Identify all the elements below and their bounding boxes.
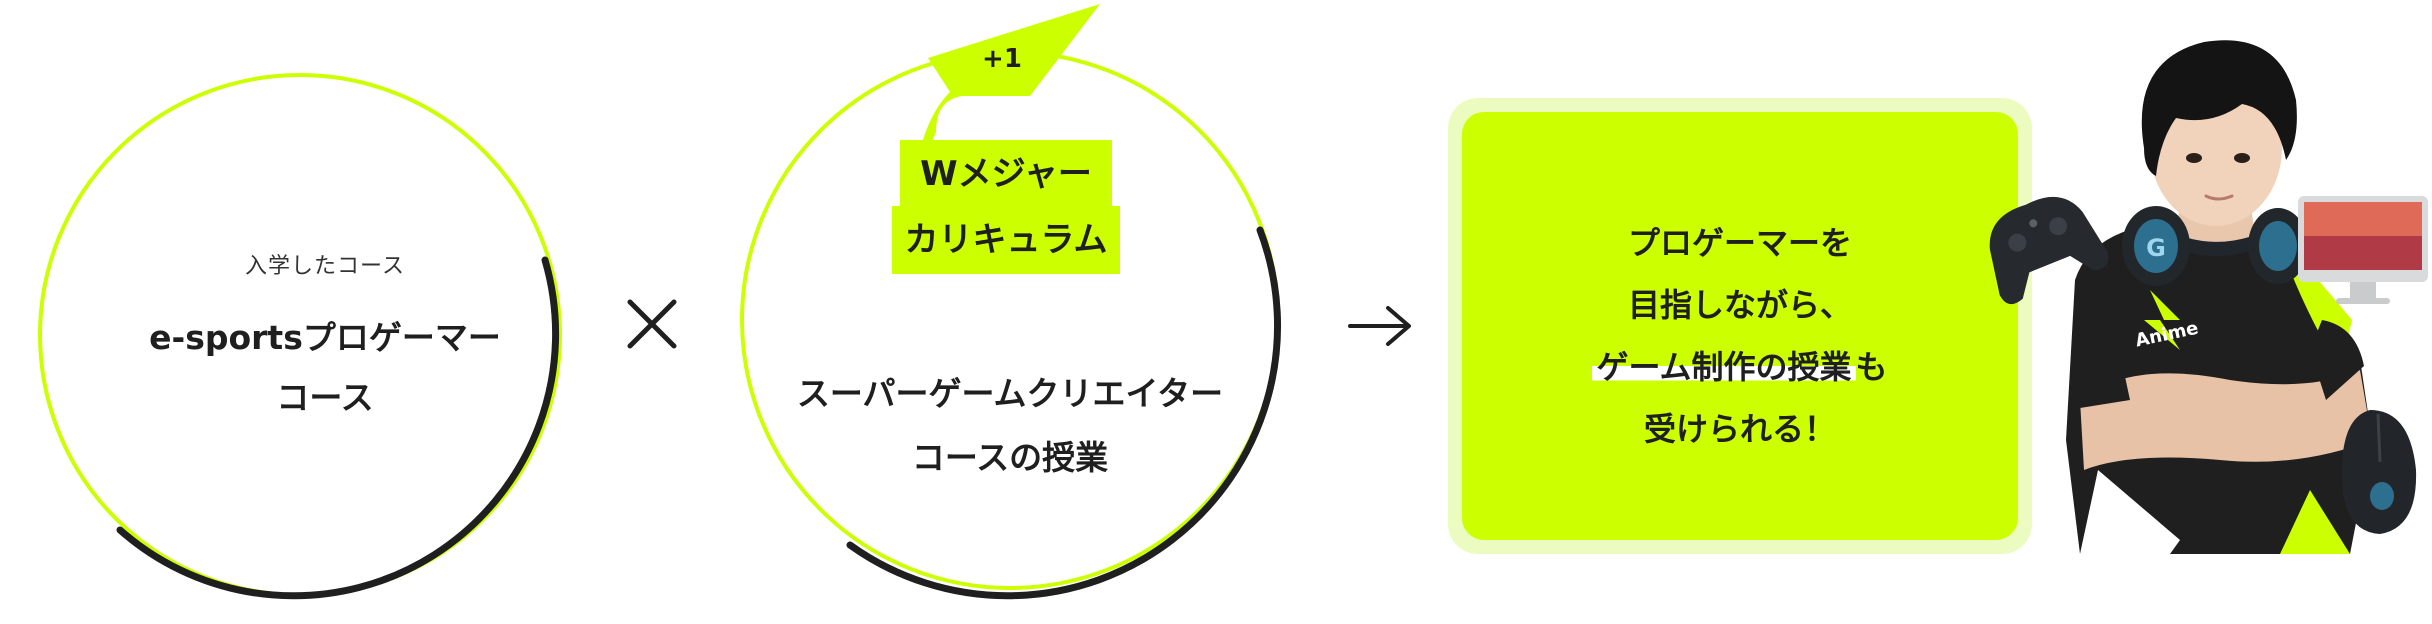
w-major-tag: Wメジャー	[900, 140, 1112, 208]
result-panel	[1462, 112, 2018, 540]
additional-course-line2: コースの授業	[911, 438, 1109, 477]
game-controller-icon	[1989, 196, 2109, 304]
desktop-monitor-icon	[2298, 196, 2428, 304]
svg-text:G: G	[2146, 234, 2166, 262]
result-line4: 受けられる！	[1643, 410, 1836, 448]
hair-shape	[2141, 40, 2297, 177]
additional-course-line1: スーパーゲームクリエイター	[796, 374, 1224, 413]
additional-course-name: スーパーゲームクリエイター コースの授業	[740, 362, 1280, 490]
center-course-circle	[740, 4, 1282, 600]
result-line3: ゲーム制作の授業も	[1462, 336, 2018, 398]
plus-one-badge: +1	[982, 44, 1022, 74]
result-message: プロゲーマーを 目指しながら、 ゲーム制作の授業も 受けられる！	[1462, 212, 2018, 460]
result-line2: 目指しながら、	[1627, 286, 1852, 324]
times-icon	[627, 299, 677, 349]
result-line3-rest: も	[1855, 348, 1888, 386]
arrow-right-icon	[1348, 306, 1411, 346]
student-gamer-illustration: G Anime	[1989, 40, 2428, 554]
headphones-icon: G	[2122, 206, 2308, 286]
enrolled-course-name: e-sportsプロゲーマー コース	[60, 308, 590, 428]
result-line1: プロゲーマーを	[1627, 224, 1852, 262]
plus-one-flag-shape	[914, 4, 1100, 182]
enrolled-course-line1: e-sportsプロゲーマー	[149, 318, 501, 357]
gaming-mouse-icon	[2341, 410, 2417, 534]
enrolled-course-line2: コース	[276, 378, 374, 417]
enrolled-course-caption: 入学したコース	[245, 254, 405, 279]
curriculum-tag: カリキュラム	[892, 206, 1120, 274]
result-highlight: ゲーム制作の授業	[1592, 348, 1856, 386]
left-course-circle	[38, 73, 562, 600]
